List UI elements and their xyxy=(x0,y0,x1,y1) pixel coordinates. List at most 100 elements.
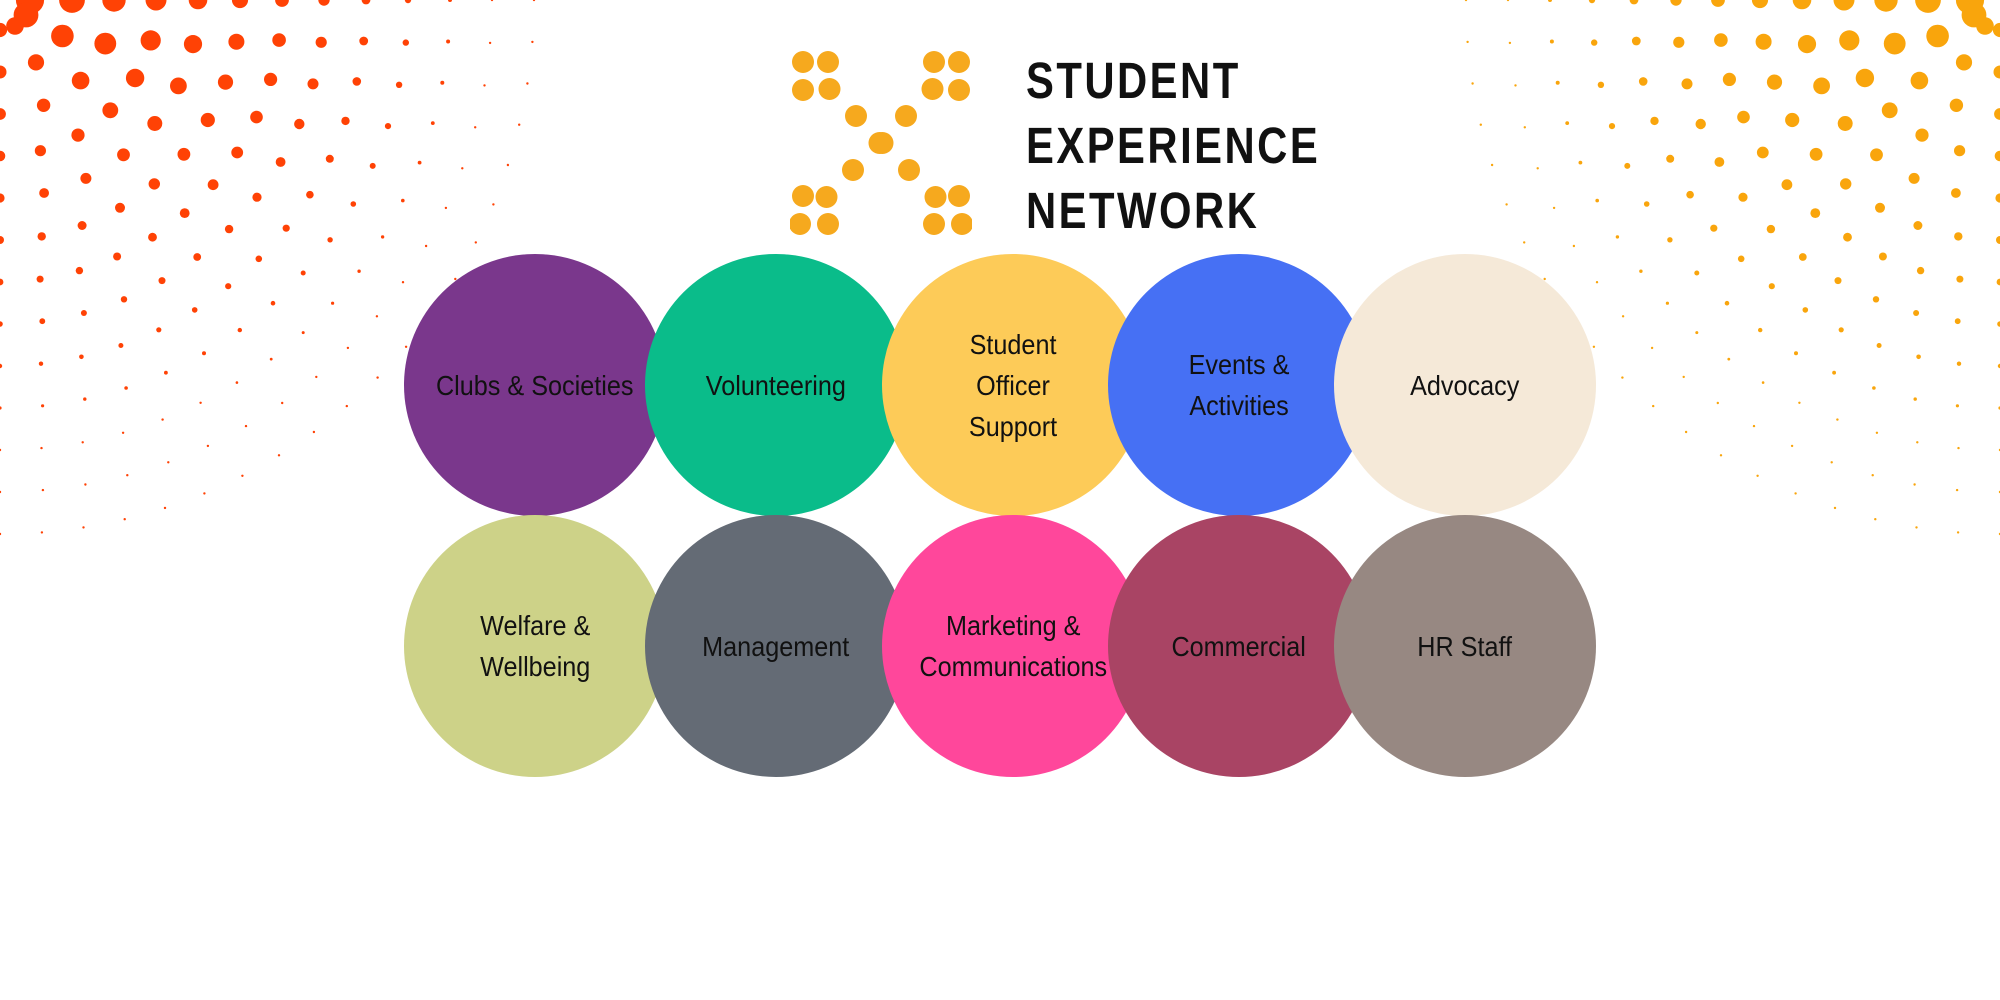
halftone-dot xyxy=(51,24,74,48)
halftone-dot xyxy=(1621,376,1624,379)
halftone-dot xyxy=(1548,0,1552,2)
halftone-dot xyxy=(164,370,168,375)
halftone-dot xyxy=(1595,198,1599,203)
halftone-dot xyxy=(36,275,44,283)
halftone-dot xyxy=(1597,81,1605,89)
network-circle-label-line: Marketing & xyxy=(945,610,1081,641)
halftone-dot xyxy=(312,430,316,434)
logo-dot xyxy=(817,51,839,73)
halftone-dot xyxy=(1694,270,1700,276)
halftone-dot xyxy=(359,36,369,46)
network-circle-label-line: HR Staff xyxy=(1417,630,1513,662)
halftone-dots-left xyxy=(0,0,536,536)
halftone-dot xyxy=(0,65,7,79)
halftone-dot xyxy=(384,123,392,130)
halftone-dot xyxy=(0,236,4,244)
logo-dot xyxy=(923,51,945,73)
halftone-dot xyxy=(1915,0,1941,13)
halftone-dot xyxy=(1993,65,2000,79)
halftone-dot xyxy=(1915,128,1929,142)
halftone-dot xyxy=(1875,202,1885,213)
halftone-dot xyxy=(1714,33,1728,47)
network-circle-label-line: Activities xyxy=(1189,390,1289,421)
halftone-dot xyxy=(1832,370,1836,375)
halftone-dot xyxy=(1490,163,1494,167)
halftone-dot xyxy=(1883,32,1906,55)
halftone-dot xyxy=(331,301,335,305)
halftone-dot xyxy=(252,192,262,202)
halftone-dot xyxy=(71,128,85,142)
halftone-dot xyxy=(490,0,494,2)
halftone-dot xyxy=(237,327,242,333)
halftone-dot xyxy=(1813,77,1830,95)
logo-dot xyxy=(845,105,867,127)
halftone-dot xyxy=(1555,80,1560,85)
halftone-dot xyxy=(1951,188,1961,198)
halftone-dot xyxy=(41,488,45,492)
halftone-dot xyxy=(1652,404,1655,408)
halftone-dot xyxy=(148,178,160,190)
halftone-dot xyxy=(275,157,286,167)
halftone-dot xyxy=(1840,178,1852,190)
halftone-dot xyxy=(40,446,43,450)
halftone-dot xyxy=(1667,237,1673,243)
halftone-dot xyxy=(1756,474,1759,477)
halftone-dot xyxy=(1875,431,1879,434)
halftone-dot xyxy=(193,253,202,261)
halftone-dot xyxy=(1792,0,1812,10)
halftone-dot xyxy=(1768,283,1775,290)
halftone-dot xyxy=(1738,192,1748,202)
halftone-dot xyxy=(264,72,278,86)
halftone-dot xyxy=(506,163,510,167)
network-circle-hr-staff: HR Staff xyxy=(1334,515,1596,777)
logo-dot xyxy=(842,159,864,181)
halftone-dot xyxy=(1876,343,1882,348)
halftone-dot xyxy=(1790,444,1794,448)
halftone-dot xyxy=(158,277,166,285)
halftone-dot xyxy=(1549,39,1554,44)
halftone-dot xyxy=(1843,232,1852,242)
logo-dot xyxy=(923,213,945,235)
halftone-dot xyxy=(395,81,403,89)
halftone-dot xyxy=(1802,307,1809,313)
halftone-dot xyxy=(145,0,167,11)
halftone-dot xyxy=(1839,30,1860,51)
halftone-dot xyxy=(345,404,348,408)
halftone-dot xyxy=(0,321,3,327)
halftone-dot xyxy=(80,310,87,316)
halftone-dot xyxy=(1719,454,1723,457)
halftone-dot xyxy=(179,208,190,219)
network-circle-label: Marketing &Communications xyxy=(919,605,1107,687)
halftone-dot xyxy=(446,39,451,44)
halftone-dot xyxy=(191,307,198,313)
halftone-dot xyxy=(1588,0,1596,4)
halftone-dot xyxy=(244,424,248,428)
halftone-dot xyxy=(272,33,286,47)
halftone-dot xyxy=(440,80,445,85)
halftone-dot xyxy=(270,300,276,306)
halftone-dot xyxy=(6,17,24,35)
halftone-dot xyxy=(81,441,84,444)
halftone-dot xyxy=(1913,397,1917,401)
halftone-dot xyxy=(1855,68,1875,88)
halftone-dot xyxy=(183,35,203,54)
network-circle-label-line: Student xyxy=(969,328,1057,360)
halftone-dot xyxy=(1881,102,1898,119)
halftone-dot xyxy=(1722,72,1736,86)
halftone-dot xyxy=(203,492,206,495)
halftone-dot xyxy=(1716,401,1719,405)
halftone-dot xyxy=(341,116,350,126)
halftone-dot xyxy=(84,483,87,486)
network-circle-label-line: Officer xyxy=(976,369,1050,401)
halftone-dot xyxy=(1955,488,1959,492)
halftone-dot xyxy=(1954,145,1966,157)
halftone-dot xyxy=(483,84,486,87)
halftone-dot xyxy=(40,531,44,534)
halftone-dot xyxy=(375,315,379,318)
halftone-dot xyxy=(161,418,164,421)
halftone-dot xyxy=(121,431,125,434)
halftone-dot xyxy=(1810,208,1821,219)
halftone-dot xyxy=(1727,357,1731,361)
halftone-dot xyxy=(120,296,128,303)
halftone-dot xyxy=(206,444,210,448)
